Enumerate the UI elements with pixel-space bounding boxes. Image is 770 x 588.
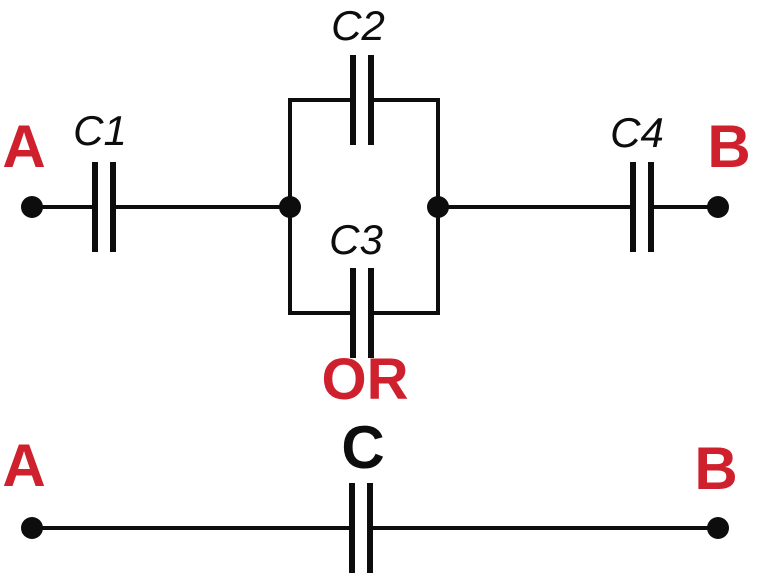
terminal-b-top-label: B <box>707 113 751 180</box>
wire-c4-to-b <box>651 205 710 209</box>
terminal-b-bottom-label: B <box>694 435 738 502</box>
terminal-b-top-dot <box>707 196 729 218</box>
branch-c2-left-wire <box>288 98 353 102</box>
wire-c-equivalent-to-b <box>370 526 710 530</box>
wire-a-to-c1 <box>36 205 95 209</box>
left-junction-node-dot <box>279 196 301 218</box>
terminal-a-bottom-label: A <box>2 432 46 499</box>
capacitor-c3-label: C3 <box>329 216 383 263</box>
capacitor-c2-right-plate <box>368 55 374 145</box>
terminal-a-top-dot <box>21 196 43 218</box>
capacitor-c4-label: C4 <box>610 109 664 156</box>
terminal-a-top-label: A <box>2 113 46 180</box>
capacitor-equivalent-label: C <box>341 414 385 481</box>
terminal-b-bottom-dot <box>707 517 729 539</box>
capacitor-c1-left-plate <box>92 162 98 252</box>
capacitor-c1-label: C1 <box>73 107 127 154</box>
branch-c3-right-wire <box>371 311 440 315</box>
capacitor-equivalent-left-plate <box>349 483 355 573</box>
capacitor-c3-right-plate <box>368 268 374 358</box>
right-junction-node-dot <box>427 196 449 218</box>
capacitor-c2-label: C2 <box>331 2 385 49</box>
or-label: OR <box>321 347 409 412</box>
capacitor-equivalent-right-plate <box>367 483 373 573</box>
wire-a-to-c-equivalent <box>36 526 351 530</box>
wire-c1-to-left-node <box>113 205 290 209</box>
branch-c2-right-wire <box>371 98 440 102</box>
capacitor-c2-symbol <box>350 55 374 145</box>
terminal-a-bottom-dot <box>21 517 43 539</box>
capacitor-c3-symbol <box>350 268 374 358</box>
branch-c3-left-wire <box>288 311 353 315</box>
capacitor-equivalent-symbol <box>349 483 373 573</box>
capacitor-c4-left-plate <box>630 162 636 252</box>
wire-right-node-to-c4 <box>440 205 633 209</box>
capacitor-c3-left-plate <box>350 268 356 358</box>
capacitor-c2-left-plate <box>350 55 356 145</box>
